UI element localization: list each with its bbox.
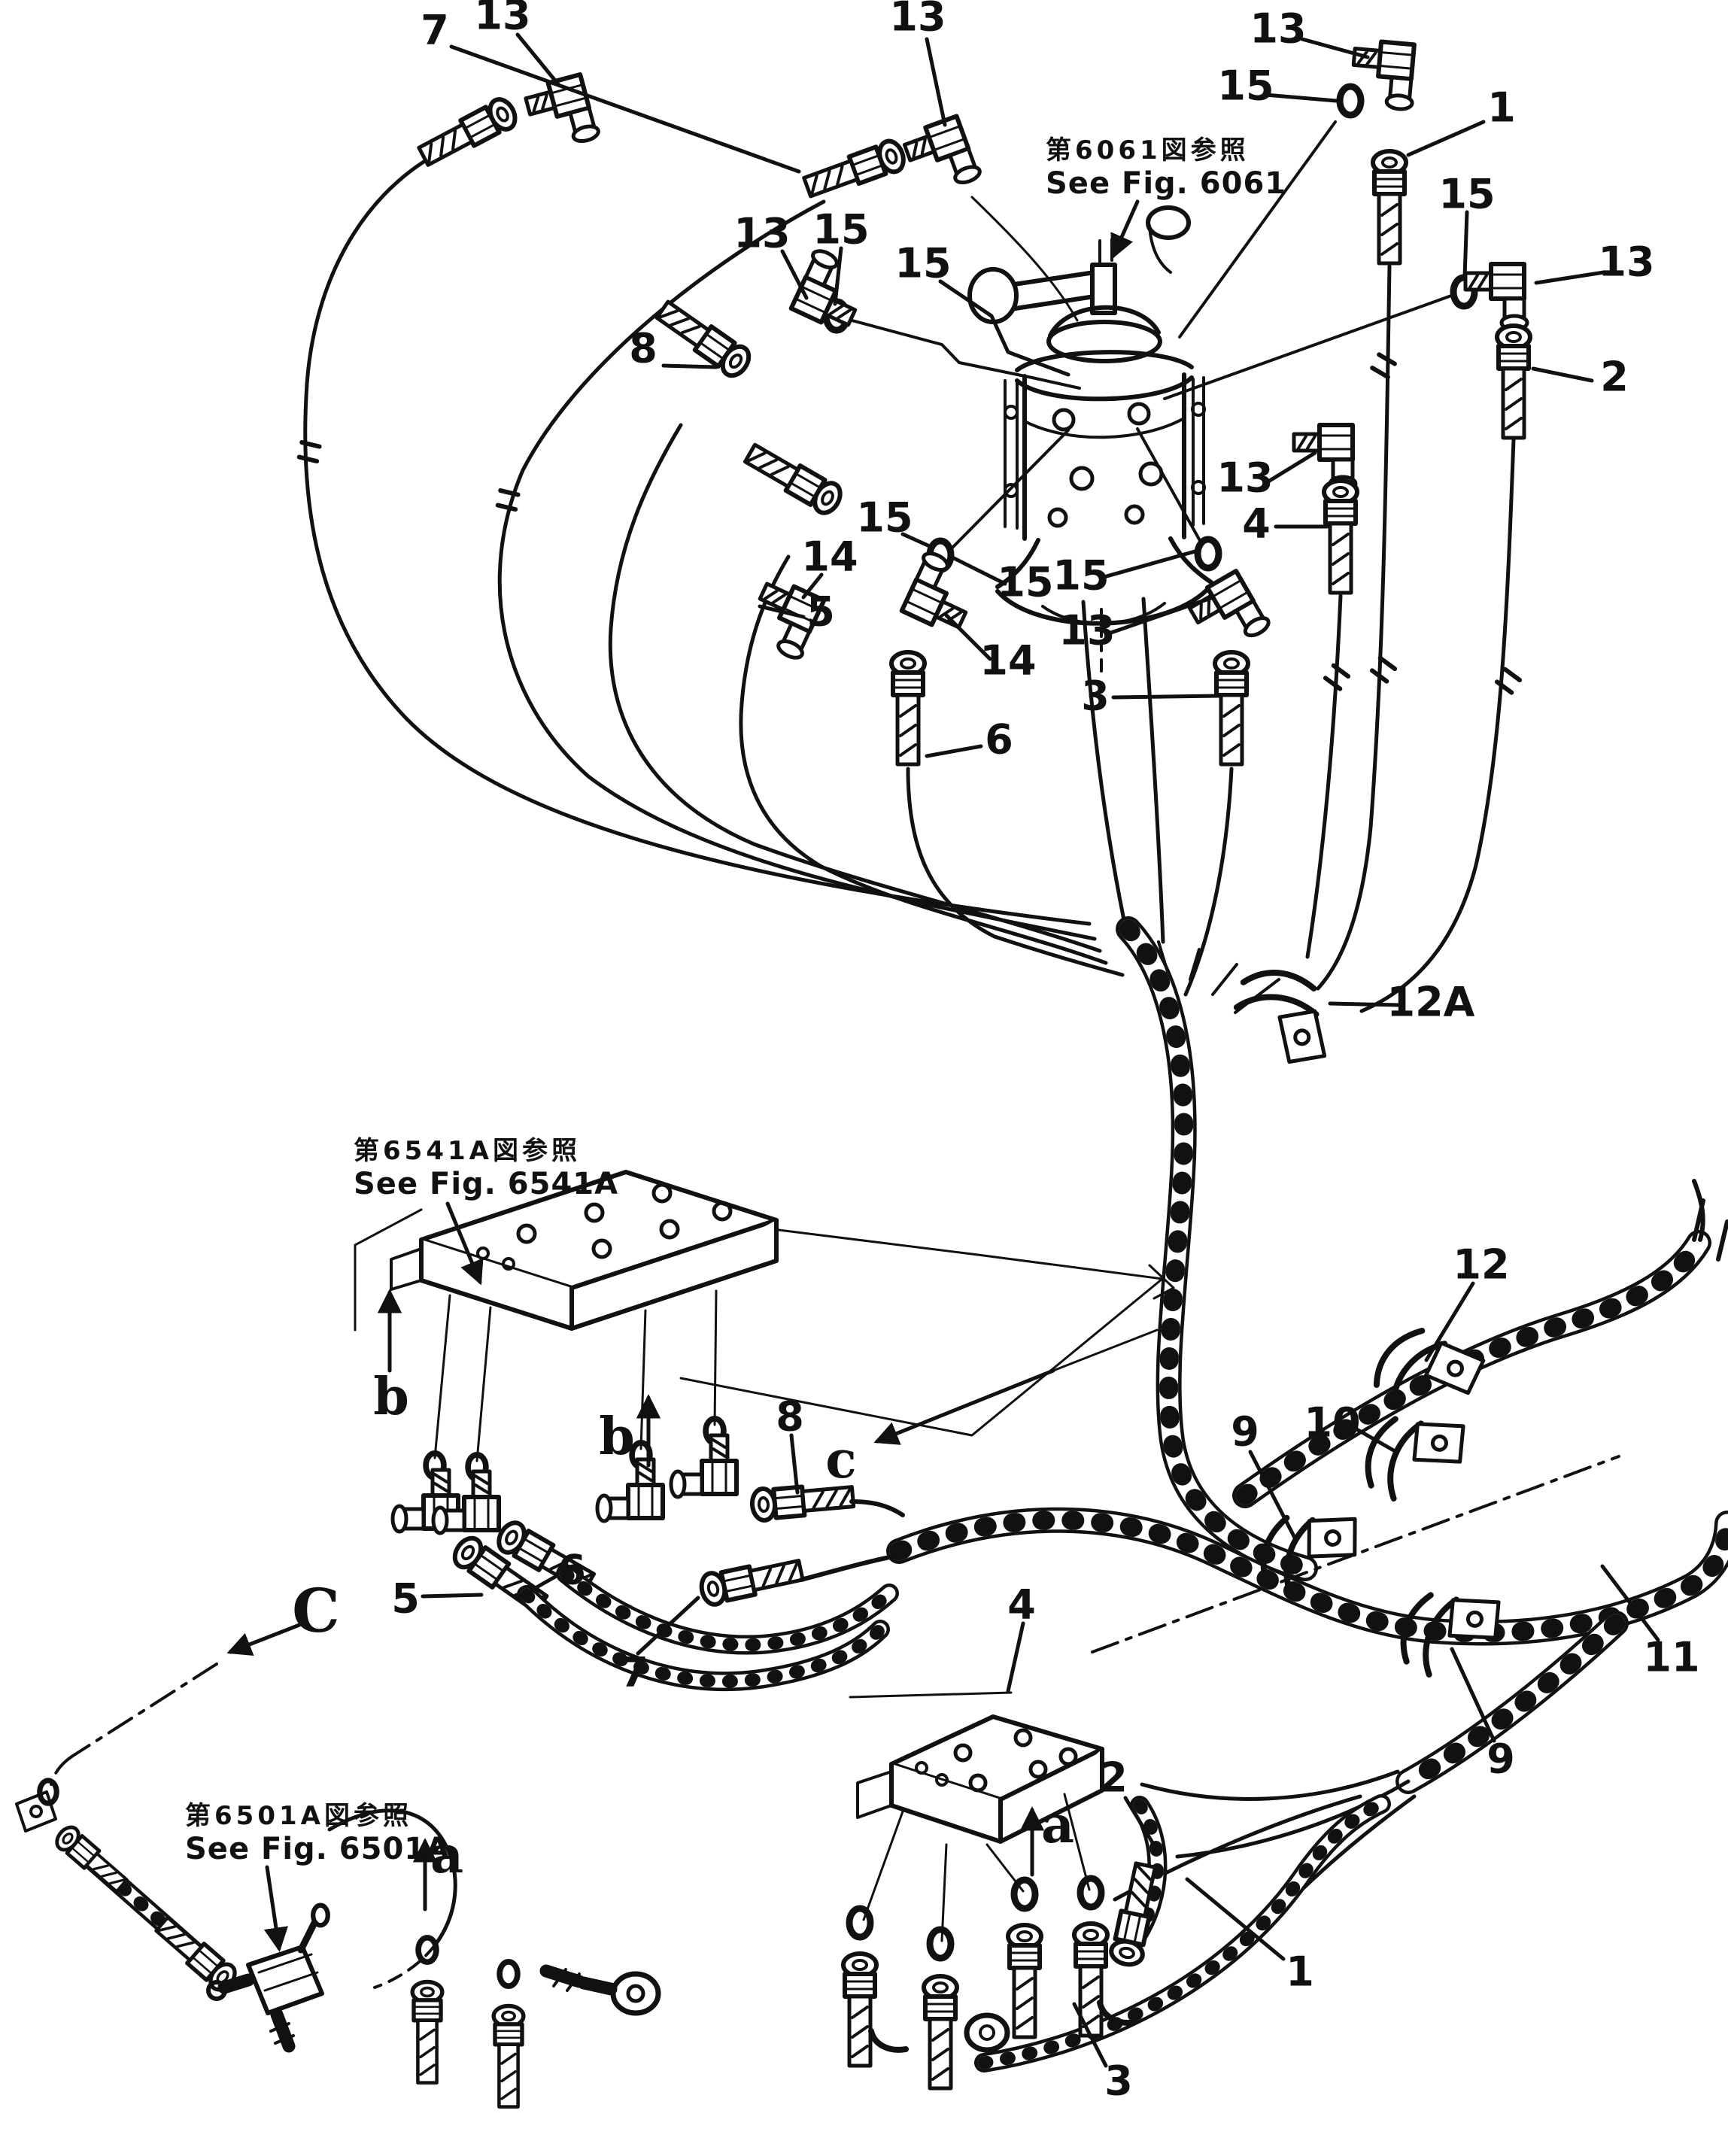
ref-en: See Fig. 6501A bbox=[185, 1832, 451, 1866]
part-callout-2: 2 bbox=[1099, 1754, 1128, 1802]
part-callout-1: 1 bbox=[1487, 84, 1516, 132]
fitting-group-6501a bbox=[15, 1663, 661, 2107]
leader-lines bbox=[421, 32, 1660, 2068]
part-callout-15: 15 bbox=[1438, 170, 1496, 218]
part-callout-11: 11 bbox=[1643, 1633, 1700, 1681]
part-callout-4: 4 bbox=[1242, 500, 1271, 548]
part-callout-9: 9 bbox=[1231, 1407, 1259, 1456]
part-callout-5: 5 bbox=[806, 588, 835, 636]
part-callout-15: 15 bbox=[856, 493, 913, 542]
part-callout-6: 6 bbox=[557, 1546, 586, 1594]
part-callout-3: 3 bbox=[1081, 672, 1110, 720]
view-direction-arrows bbox=[226, 1289, 1055, 1912]
part-callout-4: 4 bbox=[1007, 1581, 1036, 1629]
explode-guide-lines bbox=[845, 120, 1455, 551]
part-callout-13: 13 bbox=[733, 209, 791, 257]
part-callout-12: 12 bbox=[1453, 1240, 1510, 1289]
manifold-6541a bbox=[354, 1170, 1175, 1691]
part-callout-5: 5 bbox=[391, 1574, 420, 1623]
pipe-centerline bbox=[1091, 1455, 1620, 1653]
part-callout-13: 13 bbox=[1250, 5, 1307, 53]
part-callout-15: 15 bbox=[1052, 551, 1110, 600]
part-callout-14: 14 bbox=[801, 533, 858, 581]
ref-en: See Fig. 6541A bbox=[354, 1167, 619, 1201]
ref-note-fig-6501a: 第6501A図参照 See Fig. 6501A bbox=[185, 1795, 450, 1866]
part-callout-12a: 12A bbox=[1386, 978, 1475, 1026]
part-callout-6: 6 bbox=[985, 715, 1013, 764]
part-callout-9: 9 bbox=[1487, 1735, 1515, 1783]
part-callout-13: 13 bbox=[1598, 238, 1655, 286]
part-callout-15: 15 bbox=[1217, 62, 1274, 110]
part-callout-2: 2 bbox=[1600, 353, 1629, 401]
view-label-b: b bbox=[599, 1407, 635, 1467]
view-label-a: a bbox=[1040, 1795, 1075, 1855]
part-callout-3: 3 bbox=[1104, 2057, 1133, 2105]
part-callout-8: 8 bbox=[629, 324, 657, 372]
pilot-valve-assembly bbox=[967, 196, 1213, 673]
ref-jp: 第6501A図参照 bbox=[185, 1801, 412, 1831]
ref-jp: 第6061図参照 bbox=[1046, 135, 1250, 165]
view-label-c: c bbox=[825, 1430, 857, 1490]
c-view-extension-line bbox=[1052, 1329, 1159, 1372]
part-callout-13: 13 bbox=[889, 0, 946, 41]
ref-jp: 第6541A図参照 bbox=[354, 1136, 581, 1166]
view-label-b: b bbox=[373, 1367, 409, 1427]
view-label-a: a bbox=[430, 1825, 464, 1885]
part-callout-8: 8 bbox=[776, 1392, 804, 1441]
part-callout-15: 15 bbox=[894, 239, 952, 287]
part-callout-1: 1 bbox=[1286, 1948, 1314, 1996]
part-callout-7: 7 bbox=[421, 6, 449, 54]
reference-arrows bbox=[263, 199, 1140, 1952]
part-callout-15: 15 bbox=[812, 205, 870, 254]
ref-en: See Fig. 6061 bbox=[1046, 166, 1287, 201]
part-callout-13: 13 bbox=[1058, 606, 1116, 654]
part-callout-13: 13 bbox=[474, 0, 531, 39]
part-callout-15: 15 bbox=[997, 558, 1054, 606]
part-callout-10: 10 bbox=[1304, 1398, 1361, 1447]
wrapped-hose-bundles bbox=[886, 916, 1728, 1794]
ref-note-fig-6061: 第6061図参照 See Fig. 6061 bbox=[1046, 129, 1286, 201]
part-callout-7: 7 bbox=[620, 1648, 648, 1696]
ref-note-fig-6541a: 第6541A図参照 See Fig. 6541A bbox=[354, 1130, 618, 1201]
manifold-bottom bbox=[843, 1691, 1161, 2088]
part-callout-14: 14 bbox=[979, 636, 1037, 685]
hose-runs bbox=[303, 144, 1516, 1013]
view-c-arrow bbox=[873, 1368, 1055, 1445]
view-c-arrow bbox=[226, 1623, 302, 1656]
view-label-c: C bbox=[292, 1575, 340, 1646]
top-fittings bbox=[416, 40, 1530, 764]
part-callout-13: 13 bbox=[1216, 454, 1274, 502]
